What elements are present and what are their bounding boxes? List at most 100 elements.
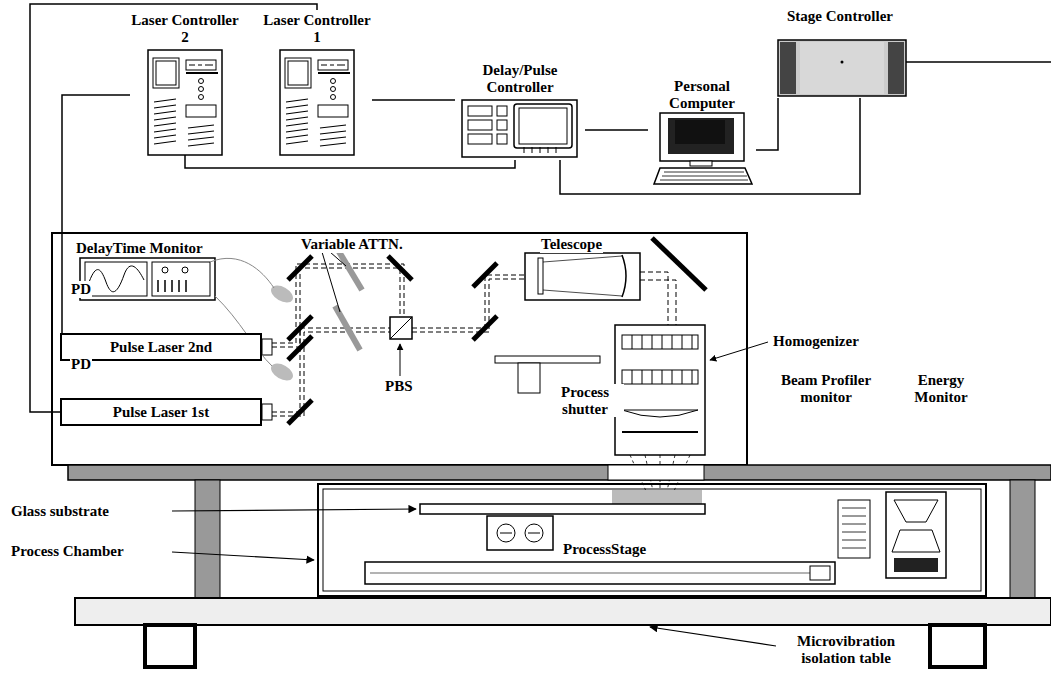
node-text: Personal Computer xyxy=(648,76,756,111)
table-foot xyxy=(145,625,195,667)
telescope xyxy=(525,253,640,300)
pbs-cube xyxy=(390,317,412,339)
photodiodes xyxy=(210,258,274,288)
delay-pulse-controller-unit xyxy=(468,120,492,130)
personal-computer-unit xyxy=(654,113,752,184)
energy-monitor xyxy=(894,500,938,522)
stage-controller-unit xyxy=(888,42,904,94)
beam-spot xyxy=(612,490,702,504)
delay-pulse-controller-unit xyxy=(497,134,507,144)
computer-unit: Personal Computer xyxy=(648,76,756,186)
label-leaders xyxy=(172,552,314,560)
delay-pulse-controller-unit xyxy=(519,108,567,144)
stage-controller-unit xyxy=(841,61,844,64)
delay-time-monitor-scope xyxy=(152,262,210,296)
delay-time-monitor-scope xyxy=(158,280,186,292)
delay-pulse-controller-unit xyxy=(462,100,577,157)
photodiodes xyxy=(210,258,296,384)
table-leg xyxy=(1010,480,1035,600)
homogenizer xyxy=(622,335,698,349)
attenuator-leaders xyxy=(322,248,370,312)
laser-controller-2-unit xyxy=(148,50,222,155)
part-label: Homogenizer xyxy=(772,333,860,350)
part-label: Microvibration isolation table xyxy=(778,633,914,666)
delay-time-monitor-scope xyxy=(182,267,188,273)
beam-paths xyxy=(272,332,390,416)
variable-attenuators xyxy=(338,250,362,290)
node-text: Laser Controller 1 xyxy=(262,10,372,45)
part-label: Beam Profiler monitor xyxy=(766,372,886,405)
mirrors xyxy=(473,316,497,340)
part-label: Glass substrate xyxy=(10,503,110,520)
isolation-table-top xyxy=(75,598,1051,625)
cable-line xyxy=(62,95,130,333)
controller-unit: Laser Controller 2 xyxy=(130,10,240,155)
cable-line xyxy=(185,155,515,168)
personal-computer-unit xyxy=(668,118,734,154)
controller-unit: Delay/Pulse Controller xyxy=(455,60,585,160)
cable-line xyxy=(372,99,455,101)
delay-pulse-controller-unit xyxy=(468,134,492,144)
energy-monitor xyxy=(886,492,946,578)
label-leaders xyxy=(172,509,776,646)
optical-table xyxy=(68,465,1051,480)
label-leaders xyxy=(650,627,776,646)
optics-enclosure xyxy=(52,233,747,465)
delay-time-monitor-scope xyxy=(80,258,215,300)
delay-time-monitor-scope xyxy=(85,262,147,296)
energy-monitor xyxy=(892,530,940,552)
laser-heads xyxy=(262,404,272,420)
process-stage xyxy=(365,516,835,584)
stage-controller-unit xyxy=(778,40,906,96)
label-leaders xyxy=(172,509,416,511)
node-text: DelayTime Monitor xyxy=(76,238,226,257)
controller-unit: Stage Controller xyxy=(766,6,914,98)
delay-time-monitor-scope xyxy=(88,266,144,292)
attenuator-leaders xyxy=(322,252,340,312)
homogenizer xyxy=(622,410,698,417)
mirrors xyxy=(473,263,497,287)
delay-pulse-controller-unit xyxy=(514,104,572,148)
part-label: PD xyxy=(70,356,92,373)
homogenizer xyxy=(632,335,692,349)
part-label: Process Chamber xyxy=(10,543,125,560)
laser-heads xyxy=(262,339,272,420)
energy-monitor xyxy=(886,492,946,578)
part-label: Variable ATTN. xyxy=(300,236,404,253)
table-foot xyxy=(930,625,985,667)
process-chamber-wall xyxy=(318,484,986,596)
cable-line xyxy=(585,129,648,131)
pbs-cube xyxy=(390,317,412,339)
cable-line xyxy=(560,98,860,194)
pbs-cube xyxy=(390,317,412,339)
node-text: Pulse Laser 2nd xyxy=(110,339,212,356)
telescope xyxy=(543,256,622,296)
homogenizer xyxy=(622,431,698,433)
mirrors xyxy=(388,256,412,280)
mirrors xyxy=(652,238,706,290)
personal-computer-unit xyxy=(690,161,712,166)
monitor-unit: DelayTime Monitor xyxy=(76,238,226,302)
personal-computer-unit xyxy=(660,172,748,180)
homogenizer xyxy=(615,325,705,455)
homogenizer xyxy=(622,370,698,384)
part-label: Energy Monitor xyxy=(900,372,982,405)
node-text: Delay/Pulse Controller xyxy=(455,60,585,95)
beam-paths xyxy=(412,279,525,332)
process-shutter xyxy=(518,363,540,393)
attenuator-leaders xyxy=(330,252,346,266)
laser-heads xyxy=(262,339,272,355)
mirrors xyxy=(288,256,312,280)
process-chamber-wall xyxy=(323,489,981,591)
homogenizer-leader xyxy=(710,342,768,360)
node-text: Pulse Laser 1st xyxy=(113,404,209,421)
part-label: ProcessStage xyxy=(562,541,647,558)
telescope xyxy=(525,253,640,300)
photodiodes xyxy=(268,360,296,384)
part-label: PD xyxy=(70,281,92,298)
beam-paths xyxy=(412,275,525,328)
beam-paths xyxy=(640,280,676,325)
process-stage xyxy=(810,566,830,580)
